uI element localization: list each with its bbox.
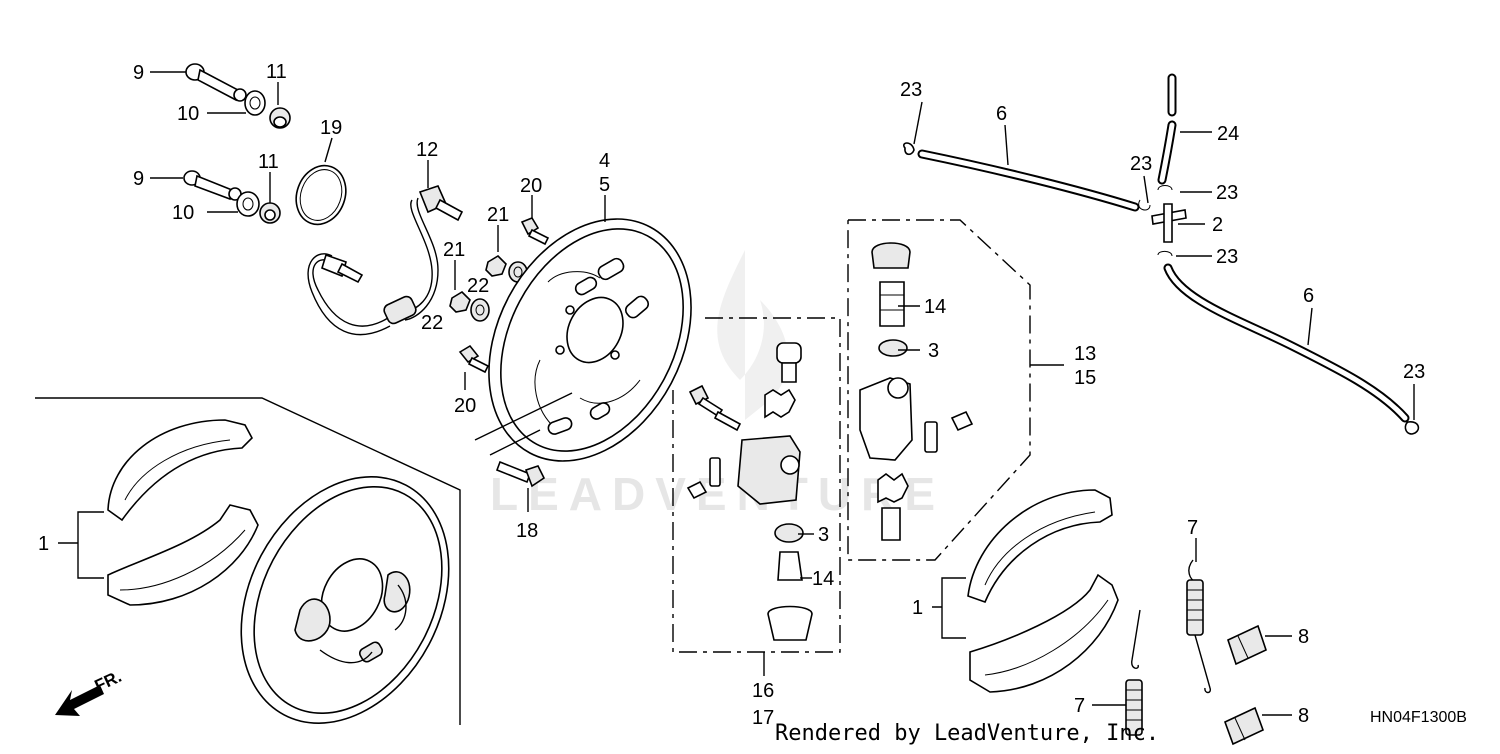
bleeder-screw-lower — [183, 170, 242, 201]
leader-lines — [58, 71, 1415, 716]
tube-24 — [1157, 73, 1177, 185]
callout-10-lower: 10 — [172, 202, 194, 224]
tube-6-upper — [903, 142, 1140, 212]
brake-panel — [488, 218, 692, 462]
callout-23-a: 23 — [900, 79, 922, 101]
tube-6-lower — [1163, 263, 1420, 435]
wheel-cylinder-a-parts — [686, 342, 813, 641]
callout-23-b: 23 — [1130, 153, 1152, 175]
washer-lower — [236, 191, 260, 217]
callout-2: 2 — [1212, 214, 1223, 236]
callout-17: 17 — [752, 707, 774, 729]
brake-hose — [307, 185, 464, 336]
callout-14-lower: 14 — [812, 568, 834, 590]
joint-2 — [1138, 185, 1187, 257]
callout-9-upper: 9 — [133, 62, 144, 84]
callout-21-lower: 21 — [443, 239, 465, 261]
callout-labels: 9 10 11 9 10 11 19 12 20 21 22 21 22 20 … — [38, 61, 1425, 729]
spring-7-upper — [1186, 559, 1212, 694]
clip-8-upper — [1227, 624, 1267, 666]
diagram-code: HN04F1300B — [1370, 709, 1467, 726]
callout-19: 19 — [320, 117, 342, 139]
bolt-20-lower — [458, 344, 490, 374]
callout-6-upper: 6 — [996, 103, 1007, 125]
inset-border — [35, 392, 573, 725]
callout-9-lower: 9 — [133, 168, 144, 190]
o-ring — [295, 164, 347, 226]
clip-8-lower — [1223, 706, 1265, 746]
callout-10-upper: 10 — [177, 103, 199, 125]
bolt-20-upper — [520, 217, 550, 246]
callout-22-lower: 22 — [421, 312, 443, 334]
brake-shoe-set-left — [107, 419, 259, 606]
callout-18: 18 — [516, 520, 538, 542]
callout-7-lower: 7 — [1074, 695, 1085, 717]
wheel-cylinder-box-16-17 — [672, 317, 841, 653]
callout-23-e: 23 — [1403, 361, 1425, 383]
nut-21-lower — [449, 290, 471, 313]
callout-20-lower: 20 — [454, 395, 476, 417]
washer-22-lower — [470, 298, 490, 322]
callout-16: 16 — [752, 680, 774, 702]
wheel-cylinder-b-parts — [859, 242, 974, 541]
callout-13: 13 — [1074, 343, 1096, 365]
callout-8-upper: 8 — [1298, 626, 1309, 648]
brake-shoe-set-right — [967, 489, 1119, 693]
callout-20-upper: 20 — [520, 175, 542, 197]
credit-text: Rendered by LeadVenture, Inc. — [775, 721, 1159, 746]
wheel-cylinder-box-13-15 — [847, 219, 1031, 561]
callout-14-upper: 14 — [924, 296, 946, 318]
nut-21-upper — [485, 254, 507, 277]
callout-12: 12 — [416, 139, 438, 161]
callout-23-c: 23 — [1216, 182, 1238, 204]
callout-1-left: 1 — [38, 533, 49, 555]
callout-7-upper: 7 — [1187, 517, 1198, 539]
bleeder-screw-upper — [185, 63, 247, 102]
callout-1-right: 1 — [912, 597, 923, 619]
callout-3-upper: 3 — [928, 340, 939, 362]
spring-7-lower — [1125, 609, 1143, 736]
callout-23-d: 23 — [1216, 246, 1238, 268]
callout-6-lower: 6 — [1303, 285, 1314, 307]
callout-4: 4 — [599, 150, 610, 172]
callout-11-lower: 11 — [258, 151, 279, 173]
callout-21-upper: 21 — [487, 204, 509, 226]
cap-upper — [269, 107, 291, 129]
callout-24: 24 — [1217, 123, 1239, 145]
callout-3-lower: 3 — [818, 524, 829, 546]
bolt-18 — [495, 460, 546, 488]
brake-drum-left — [240, 476, 450, 724]
callout-5: 5 — [599, 174, 610, 196]
callout-15: 15 — [1074, 367, 1096, 389]
front-arrow-icon: FR. — [55, 667, 125, 716]
callout-11-upper: 11 — [266, 61, 287, 83]
callout-22-upper: 22 — [467, 275, 489, 297]
washer-upper — [244, 90, 266, 116]
callout-8-lower: 8 — [1298, 705, 1309, 727]
cap-lower — [259, 202, 281, 224]
